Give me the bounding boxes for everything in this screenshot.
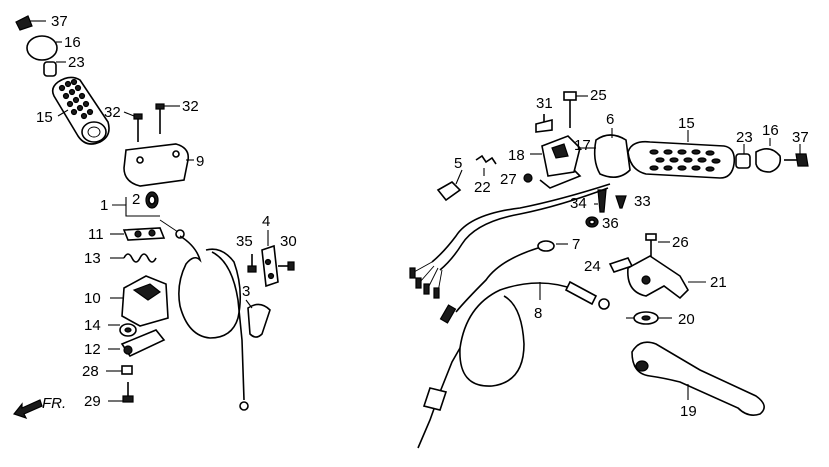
label-10: 10: [84, 290, 101, 307]
label-31: 31: [536, 95, 553, 112]
label-23-left: 23: [68, 54, 85, 71]
part-25-screw: [563, 91, 588, 128]
part-21-lever-bracket: [627, 255, 706, 300]
part-8-clutch-cable: [417, 280, 610, 449]
label-32-b: 32: [182, 98, 199, 115]
part-20-washer: [626, 311, 672, 325]
label-7: 7: [572, 236, 580, 253]
label-9: 9: [196, 153, 204, 170]
label-20: 20: [678, 311, 695, 328]
left-cable: [159, 219, 249, 411]
part-11-lever-plate: [110, 227, 166, 241]
label-15-left: 15: [36, 109, 53, 126]
part-26-bolt: [645, 233, 670, 258]
label-21: 21: [710, 274, 727, 291]
label-5: 5: [454, 155, 462, 172]
part-22-spring: [475, 154, 497, 176]
label-16-right: 16: [762, 122, 779, 139]
label-18: 18: [508, 147, 525, 164]
part-27-ball: [523, 173, 533, 183]
part-16-right-cap: [755, 138, 782, 173]
label-29: 29: [84, 393, 101, 410]
part-5-connector: [436, 169, 463, 202]
part-35-screw: [247, 254, 257, 273]
part-2-clip: [145, 191, 159, 209]
callout-labels: 37 16 23 15 32 32 9 2 1 11 13 10 14 12 2…: [36, 13, 809, 420]
label-11: 11: [88, 226, 104, 243]
label-16-left: 16: [64, 34, 81, 51]
label-12: 12: [84, 341, 101, 358]
label-22: 22: [474, 179, 491, 196]
label-28: 28: [82, 363, 99, 380]
label-6: 6: [606, 111, 614, 128]
label-19: 19: [680, 403, 697, 420]
label-23-right: 23: [736, 129, 753, 146]
part-23-left-collar: [43, 61, 66, 77]
label-35: 35: [236, 233, 253, 250]
part-31-screw: [535, 114, 553, 133]
part-14-washer: [108, 323, 137, 337]
part-15-right-grip: [627, 130, 736, 179]
part-18-housing-half: [530, 135, 581, 177]
label-17: 17: [574, 137, 591, 154]
part-6-housing: [580, 128, 631, 178]
label-30: 30: [280, 233, 297, 250]
front-arrow-icon: [12, 399, 43, 420]
label-36: 36: [602, 215, 619, 232]
part-28-nut: [106, 365, 133, 375]
label-4: 4: [262, 213, 270, 230]
part-4-switch: [261, 230, 279, 288]
part-36-nut: [585, 216, 599, 228]
part-19-lever: [631, 341, 765, 416]
part-30-screw: [278, 261, 295, 271]
label-33: 33: [634, 193, 651, 210]
part-12-pivot: [108, 329, 166, 358]
housing-bracket: [539, 169, 582, 189]
label-24: 24: [584, 258, 601, 275]
part-32-screws: [123, 103, 180, 142]
part-37-right-screw: [784, 144, 809, 167]
part-15-left-grip: [51, 76, 110, 145]
part-3-cover: [245, 299, 271, 338]
part-10-lower-housing: [110, 275, 169, 327]
label-1: 1: [100, 197, 108, 214]
part-23-right-collar: [735, 144, 751, 169]
label-27: 27: [500, 171, 517, 188]
label-25: 25: [590, 87, 607, 104]
label-14: 14: [84, 317, 101, 334]
part-9-upper-housing: [123, 143, 194, 187]
part-7-throttle-cable: [439, 240, 568, 324]
label-3: 3: [242, 283, 250, 300]
part-13-spring: [110, 253, 157, 263]
part-29-bolt: [108, 382, 134, 403]
label-37-right: 37: [792, 129, 809, 146]
part-1-leader: [112, 197, 160, 217]
label-26: 26: [672, 234, 689, 251]
part-16-left-cap: [26, 35, 62, 61]
label-32-a: 32: [104, 104, 121, 121]
part-33-screw: [615, 195, 627, 209]
part-37-left-screw: [15, 15, 46, 31]
label-37-left: 37: [51, 13, 68, 30]
front-marker-text: FR.: [42, 395, 66, 412]
label-13: 13: [84, 250, 101, 267]
right-harness: [409, 183, 611, 299]
label-2: 2: [132, 191, 140, 208]
label-15-right: 15: [678, 115, 695, 132]
label-8: 8: [534, 305, 542, 322]
label-34: 34: [570, 195, 587, 212]
